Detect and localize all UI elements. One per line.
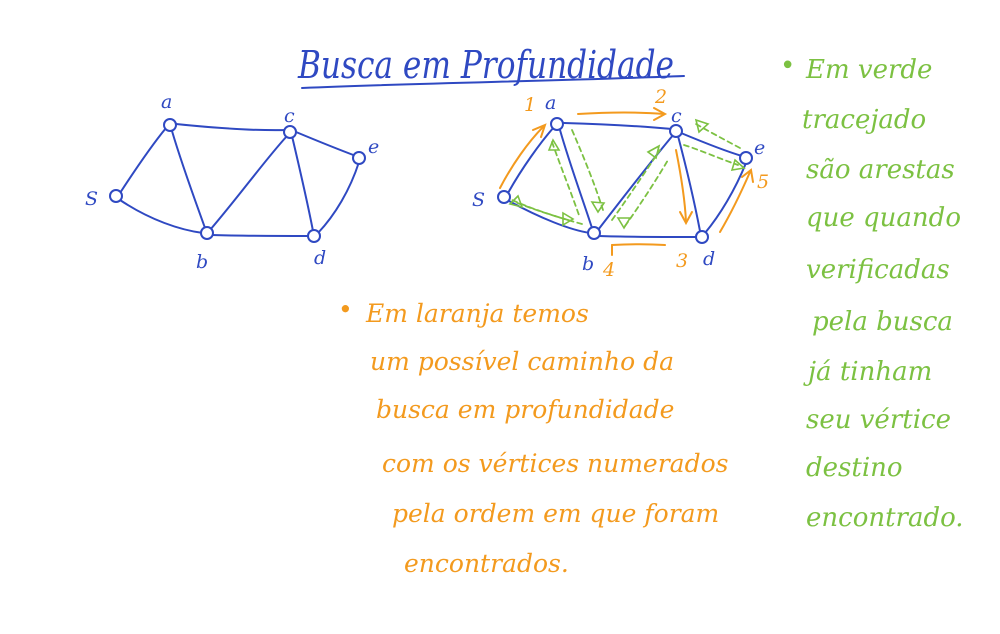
orange-note-line: pela ordem em que foram xyxy=(392,499,719,528)
edge-a-b xyxy=(171,130,206,229)
green-edge-c-e-2 xyxy=(683,144,739,166)
order-label-c: 2 xyxy=(654,86,667,108)
page-title: Busca em Profundidade xyxy=(297,43,674,87)
green-note-line: já tinham xyxy=(803,357,932,387)
edge-d-e xyxy=(317,161,360,234)
arrowhead-icon xyxy=(741,168,754,183)
green-edge-b-c-2 xyxy=(624,159,669,227)
triangle-icon xyxy=(646,144,661,160)
arrowhead-icon xyxy=(532,123,547,138)
green-note-line: pela busca xyxy=(812,307,953,337)
node-label-b: b xyxy=(196,251,208,273)
node-label-d: d xyxy=(314,247,326,269)
edge-d-e xyxy=(704,162,747,234)
order-label-d: 3 xyxy=(676,250,688,272)
node-label-s: S xyxy=(85,188,98,210)
node-e xyxy=(352,151,366,165)
edge-s-a xyxy=(119,127,167,194)
orange-note-line: Em laranja temos xyxy=(365,299,589,328)
triangle-icon xyxy=(694,118,710,134)
node-label-c: c xyxy=(671,105,682,127)
orange-note-line: encontrados. xyxy=(404,549,569,578)
arrowhead-icon xyxy=(679,211,693,226)
node-s xyxy=(497,190,511,204)
node-label-a: a xyxy=(545,92,556,114)
orange-note-line: busca em profundidade xyxy=(376,395,674,424)
edge-a-c xyxy=(175,123,289,132)
node-c xyxy=(283,125,297,139)
node-e xyxy=(739,151,753,165)
node-label-c: c xyxy=(284,105,295,127)
node-label-s: S xyxy=(472,189,485,211)
title-underline xyxy=(301,75,685,89)
dfs-path xyxy=(499,107,754,256)
edge-a-c xyxy=(563,122,673,130)
green-note-line: verificadas xyxy=(806,255,950,285)
orange-note: • Em laranja temos um possível caminho d… xyxy=(338,295,728,578)
triangle-icon xyxy=(562,211,575,227)
dfs-edge-c-d xyxy=(675,149,687,223)
graph-right: a c e S b d 1 2 3 4 5 xyxy=(472,86,769,281)
dfs-edge-d-e xyxy=(719,171,751,233)
triangle-icon xyxy=(590,201,606,214)
edge-a-b xyxy=(559,129,593,229)
visited-edges xyxy=(508,118,746,230)
edge-c-e xyxy=(295,131,357,157)
triangle-icon xyxy=(730,158,746,172)
order-label-b: 4 xyxy=(602,259,615,281)
node-d xyxy=(695,230,709,244)
edge-b-c xyxy=(597,133,675,231)
edge-s-b xyxy=(119,199,204,234)
order-label-e: 5 xyxy=(757,171,769,193)
green-note-line: são arestas xyxy=(806,155,955,185)
green-note-line: que quando xyxy=(806,203,961,233)
node-a xyxy=(163,118,177,132)
edge-c-d xyxy=(291,135,314,232)
dfs-edge-d-b xyxy=(611,243,666,246)
node-s xyxy=(109,189,123,203)
green-note-line: destino xyxy=(806,453,903,483)
edge-s-a xyxy=(507,126,555,194)
green-edge-e-c xyxy=(695,123,741,149)
green-note: • Em verde tracejado são arestas que qua… xyxy=(780,51,964,533)
edge-b-d xyxy=(211,234,311,237)
graph-left: a c e S b d xyxy=(85,91,379,273)
dfs-edge-s-a xyxy=(499,125,545,189)
green-bullet: • xyxy=(780,51,795,81)
orange-bullet: • xyxy=(338,295,353,324)
green-note-line: seu vértice xyxy=(806,405,951,435)
triangle-icon xyxy=(616,217,632,230)
order-label-a: 1 xyxy=(524,94,536,116)
title-group: Busca em Profundidade xyxy=(297,43,685,89)
node-d xyxy=(307,229,321,243)
node-b xyxy=(200,226,214,240)
arrowhead-icon xyxy=(653,107,668,121)
edge-c-d xyxy=(677,135,701,232)
node-a xyxy=(550,117,564,131)
orange-note-line: com os vértices numerados xyxy=(382,449,728,478)
triangle-icon xyxy=(547,138,561,151)
edge-b-d xyxy=(598,235,699,238)
green-edge-a-b-2 xyxy=(571,129,604,211)
node-label-b: b xyxy=(582,253,594,275)
green-note-line: encontrado. xyxy=(806,503,964,533)
node-label-e: e xyxy=(754,137,765,159)
node-label-d: d xyxy=(703,248,715,270)
orange-note-line: um possível caminho da xyxy=(370,347,674,376)
node-label-a: a xyxy=(161,91,172,113)
edge-b-c xyxy=(209,135,288,231)
edge-c-e xyxy=(680,132,743,157)
green-note-line: tracejado xyxy=(802,105,926,135)
dfs-edge-a-c xyxy=(577,111,665,115)
green-note-line: Em verde xyxy=(805,55,932,85)
node-label-e: e xyxy=(368,136,379,158)
node-c xyxy=(669,124,683,138)
node-b xyxy=(587,226,601,240)
